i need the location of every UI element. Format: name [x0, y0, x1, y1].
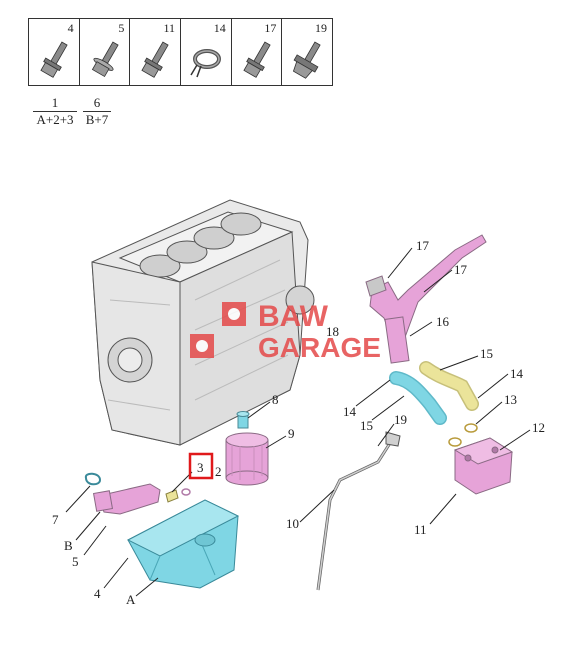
- legend-number: 4: [67, 21, 74, 35]
- note-top: 1: [51, 95, 59, 110]
- note-bottom: B+7: [85, 112, 109, 127]
- dipstick-tube: [316, 439, 394, 591]
- legend-cell-19: 19: [282, 19, 332, 85]
- legend-number: 11: [163, 21, 176, 35]
- pickup-gasket: [84, 472, 102, 486]
- leader-lines: [65, 247, 531, 597]
- note-bottom: A+2+3: [36, 112, 74, 127]
- oil-pan: [126, 499, 240, 589]
- leader-A: [135, 577, 159, 597]
- dipstick-tube-highlight: [317, 439, 393, 591]
- callout-17: 17: [454, 262, 468, 277]
- fraction-bar: [33, 111, 77, 112]
- leader-8: [247, 401, 271, 419]
- callout-12: 12: [532, 420, 545, 435]
- callout-15: 15: [360, 418, 373, 433]
- leader-7: [65, 485, 91, 513]
- legend-number: 14: [213, 21, 226, 35]
- legend-number: 19: [315, 21, 328, 35]
- callout-14: 14: [343, 404, 357, 419]
- hex-flange-bolt-icon: [293, 41, 322, 79]
- fraction-bar: [83, 111, 111, 112]
- legend-cell-11: 11: [130, 19, 182, 85]
- oil-pipe-assembly: [365, 234, 487, 364]
- assembly-note-6: 6 B+7: [83, 96, 111, 127]
- legend-cell-5: 5: [80, 19, 131, 85]
- watermark-logo-mark: [228, 308, 240, 320]
- o-ring-13b: [448, 437, 462, 447]
- callout-17: 17: [416, 238, 430, 253]
- bolt-with-washer-icon: [91, 41, 119, 78]
- o-ring-13a: [464, 423, 478, 433]
- callout-10: 10: [286, 516, 299, 531]
- callout-B: B: [64, 538, 73, 553]
- callout-19: 19: [394, 412, 407, 427]
- legend-number: 17: [264, 21, 277, 35]
- callout-3-highlight-box: [188, 452, 214, 480]
- flange-bolt-icon: [243, 41, 271, 78]
- coolant-hose-lower-fill: [390, 372, 446, 424]
- callout-18: 18: [326, 324, 339, 339]
- leader-13: [475, 401, 503, 425]
- callout-11: 11: [414, 522, 427, 537]
- legend-number: 5: [118, 21, 125, 35]
- watermark-text-garage: GARAGE: [258, 332, 381, 363]
- flange-bolt-icon: [40, 41, 68, 78]
- leader-19: [377, 423, 395, 447]
- leader-11: [429, 493, 457, 525]
- leader-17a: [387, 247, 413, 279]
- callout-A: A: [126, 592, 136, 607]
- watermark-text-baw: BAW: [258, 300, 329, 333]
- flange-bolt-icon: [141, 41, 169, 78]
- leader-9: [265, 435, 287, 449]
- callout-labels: 17 17 16 18 15 14 14 15 19 13 12 8 9 3 2…: [52, 238, 545, 607]
- leader-14b: [355, 379, 391, 407]
- hose-clamp-icon: [190, 49, 222, 78]
- dipstick-handle: [385, 431, 401, 447]
- leader-17b: [423, 269, 453, 293]
- leader-B: [75, 511, 101, 541]
- callout-14: 14: [510, 366, 524, 381]
- filter-fitting: [236, 411, 250, 429]
- leader-5: [83, 525, 107, 556]
- callout-2: 2: [215, 464, 222, 479]
- watermark-logo-mark: [196, 340, 208, 352]
- callout-3: 3: [197, 460, 204, 475]
- callout-5: 5: [72, 554, 79, 569]
- leader-15b: [371, 395, 405, 421]
- callout-16: 16: [436, 314, 450, 329]
- legend-cell-17: 17: [232, 19, 283, 85]
- legend-cell-14: 14: [181, 19, 232, 85]
- coolant-hose-upper-fill: [420, 362, 478, 410]
- legend-cell-4: 4: [29, 19, 80, 85]
- watermark: BAW GARAGE: [190, 300, 381, 363]
- callout-15: 15: [480, 346, 493, 361]
- leader-14a: [477, 373, 509, 399]
- leader-12: [499, 429, 531, 451]
- callout-8: 8: [272, 392, 279, 407]
- assembly-note-1: 1 A+2+3: [33, 96, 77, 127]
- leader-10: [299, 489, 335, 523]
- drain-washer: [181, 488, 191, 496]
- oil-filter: [225, 432, 269, 486]
- callout-4: 4: [94, 586, 101, 601]
- callout-7: 7: [52, 512, 59, 527]
- engine-block: [91, 199, 315, 446]
- fastener-legend-table: 4 5 11 14: [28, 18, 333, 86]
- oil-pickup-tube: [92, 483, 161, 515]
- oil-cooler: [453, 437, 514, 495]
- note-top: 6: [93, 95, 101, 110]
- leader-15a: [439, 355, 479, 371]
- leader-3: [171, 471, 193, 493]
- leader-16: [409, 321, 433, 337]
- leader-4: [103, 557, 129, 589]
- callout-9: 9: [288, 426, 295, 441]
- callout-13: 13: [504, 392, 517, 407]
